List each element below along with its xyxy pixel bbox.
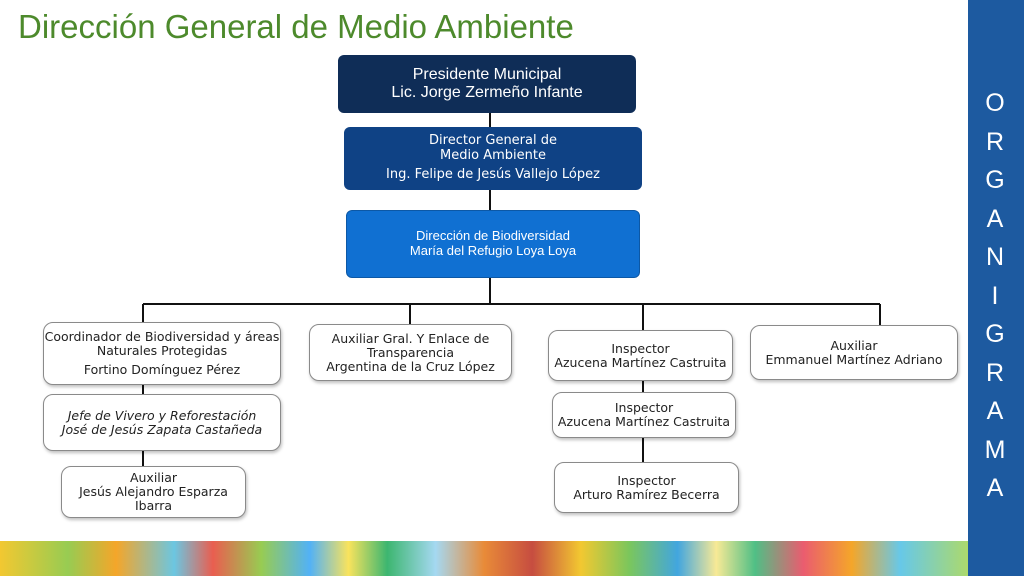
- node-label: Inspector: [617, 472, 676, 488]
- node-auxiliar-transparencia: Auxiliar Gral. Y Enlace de Transparencia…: [309, 324, 512, 381]
- node-label: Auxiliar: [830, 337, 878, 353]
- node-label: Inspector: [611, 340, 670, 356]
- node-label: Naturales Protegidas: [96, 343, 228, 358]
- node-direccion-biodiversidad: Dirección de Biodiversidad María del Ref…: [346, 210, 640, 278]
- node-name: Arturo Ramírez Becerra: [573, 486, 720, 502]
- side-letter: O: [985, 89, 1005, 117]
- side-letter: A: [986, 474, 1004, 502]
- node-coordinador-biodiversidad: Coordinador de Biodiversidad y áreas Nat…: [43, 322, 281, 385]
- side-letter: M: [984, 435, 1006, 464]
- node-label: Auxiliar: [129, 470, 178, 485]
- connector-lines: [142, 113, 881, 466]
- side-letter: R: [985, 127, 1005, 156]
- organigrama-vertical-label: O R G A N I G R A M A: [968, 84, 1022, 508]
- node-name: Fortino Domínguez Pérez: [83, 362, 241, 377]
- page-title: Dirección General de Medio Ambiente: [18, 8, 574, 45]
- node-inspector-1: Inspector Azucena Martínez Castruita: [548, 330, 733, 381]
- side-letter: G: [985, 166, 1005, 194]
- node-label: Transparencia: [366, 344, 455, 360]
- node-label: Auxiliar Gral. Y Enlace de: [331, 330, 490, 346]
- node-label: Jefe de Vivero y Reforestación: [67, 407, 257, 423]
- node-name: Jesús Alejandro Esparza: [79, 484, 228, 499]
- side-letter: R: [985, 358, 1005, 387]
- node-auxiliar-esparza: Auxiliar Jesús Alejandro Esparza Ibarra: [61, 466, 246, 518]
- node-name: Lic. Jorge Zermeño Infante: [391, 84, 583, 101]
- side-letter: A: [986, 204, 1004, 233]
- side-letter: G: [985, 320, 1005, 348]
- node-name: María del Refugio Loya Loya: [409, 243, 577, 258]
- node-label: Presidente Municipal: [412, 66, 562, 84]
- node-name: José de Jesús Zapata Castañeda: [61, 421, 263, 437]
- node-label: Dirección de Biodiversidad: [416, 228, 570, 244]
- node-label: Director General de: [429, 133, 557, 149]
- node-name: Argentina de la Cruz López: [326, 358, 495, 374]
- node-name: Ibarra: [135, 498, 172, 513]
- decorative-color-strip: [0, 541, 968, 576]
- node-name: Azucena Martínez Castruita: [557, 414, 731, 429]
- node-label: Inspector: [614, 400, 674, 415]
- node-label: Coordinador de Biodiversidad y áreas: [44, 329, 280, 344]
- node-inspector-3: Inspector Arturo Ramírez Becerra: [554, 462, 739, 513]
- node-auxiliar-adriano: Auxiliar Emmanuel Martínez Adriano: [750, 325, 958, 380]
- node-name: Azucena Martínez Castruita: [554, 354, 727, 370]
- side-band: [968, 0, 1024, 576]
- node-director-general: Director General de Medio Ambiente Ing. …: [344, 127, 642, 190]
- node-name: Emmanuel Martínez Adriano: [765, 351, 943, 367]
- node-name: Ing. Felipe de Jesús Vallejo López: [386, 167, 600, 183]
- node-inspector-2: Inspector Azucena Martínez Castruita: [552, 392, 736, 438]
- side-letter: I: [991, 281, 999, 310]
- node-jefe-vivero: Jefe de Vivero y Reforestación José de J…: [43, 394, 281, 451]
- side-letter: N: [985, 243, 1005, 271]
- node-presidente-municipal: Presidente Municipal Lic. Jorge Zermeño …: [338, 55, 636, 113]
- side-letter: A: [986, 397, 1004, 425]
- node-label: Medio Ambiente: [440, 147, 546, 163]
